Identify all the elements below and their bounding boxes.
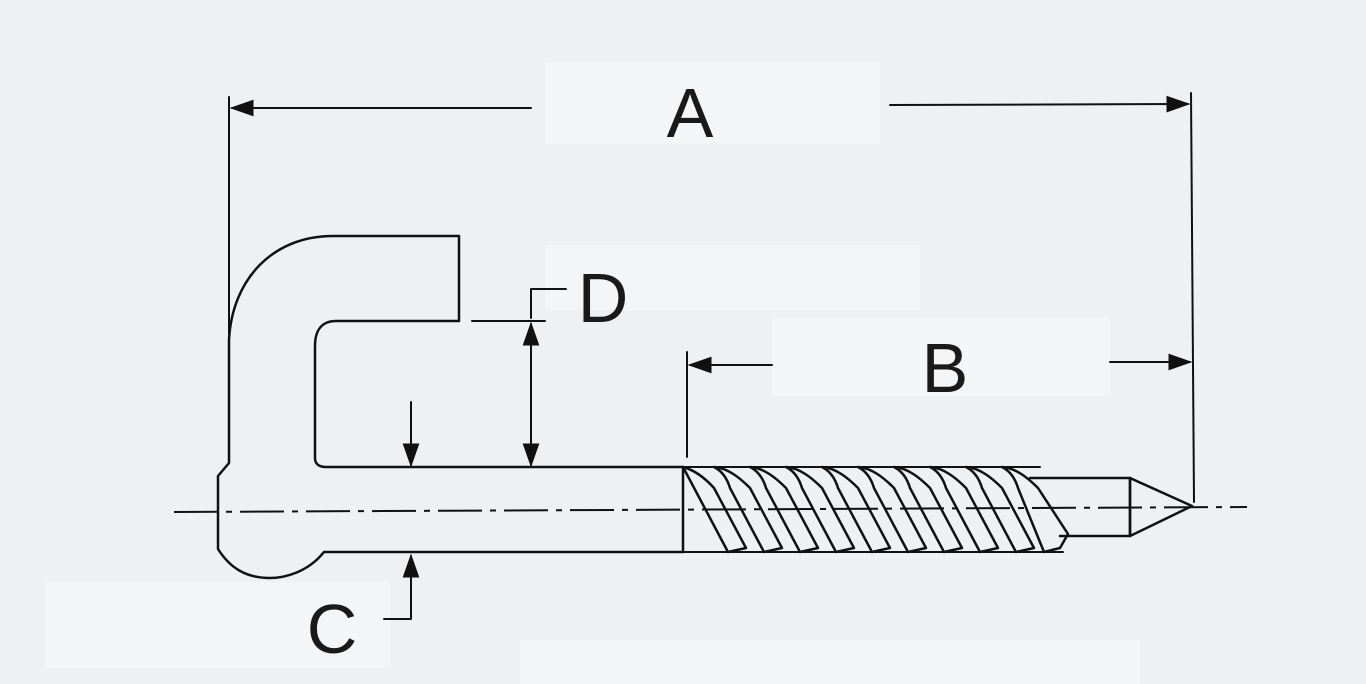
thread-ridge	[681, 465, 748, 554]
centerline	[173, 506, 1248, 513]
dimension-a-right-extension	[1190, 92, 1195, 503]
thread-ridge	[748, 465, 820, 554]
thread-ridge	[712, 465, 784, 554]
thread-section	[681, 465, 1194, 554]
thread-ridge	[820, 465, 892, 554]
thread-ridge	[964, 465, 1036, 554]
label-a: A	[667, 74, 714, 152]
dimension-d: D	[471, 259, 629, 468]
label-b: B	[922, 329, 969, 407]
label-b-background	[772, 318, 1110, 396]
dimension-a-right-arrow	[889, 95, 1191, 113]
screw-tip	[1128, 476, 1194, 538]
label-a-background	[545, 62, 880, 144]
dimension-c: C	[307, 401, 420, 668]
dimension-d-leader	[530, 288, 567, 319]
thread-ridge	[892, 465, 964, 554]
thread-ridge	[928, 465, 1000, 554]
thread-ridge	[784, 465, 856, 554]
label-d: D	[578, 259, 629, 337]
thread-ridge	[1000, 465, 1070, 554]
dimension-a: A	[228, 74, 1195, 503]
hook-body-outline	[216, 234, 685, 580]
dimension-b: B	[686, 329, 1193, 458]
label-d-background	[545, 245, 920, 310]
thread-ridge	[856, 465, 928, 554]
bottom-background-patch	[520, 640, 1140, 684]
label-c: C	[307, 590, 358, 668]
label-c-background	[45, 582, 390, 668]
thread-ridges	[681, 465, 1070, 554]
